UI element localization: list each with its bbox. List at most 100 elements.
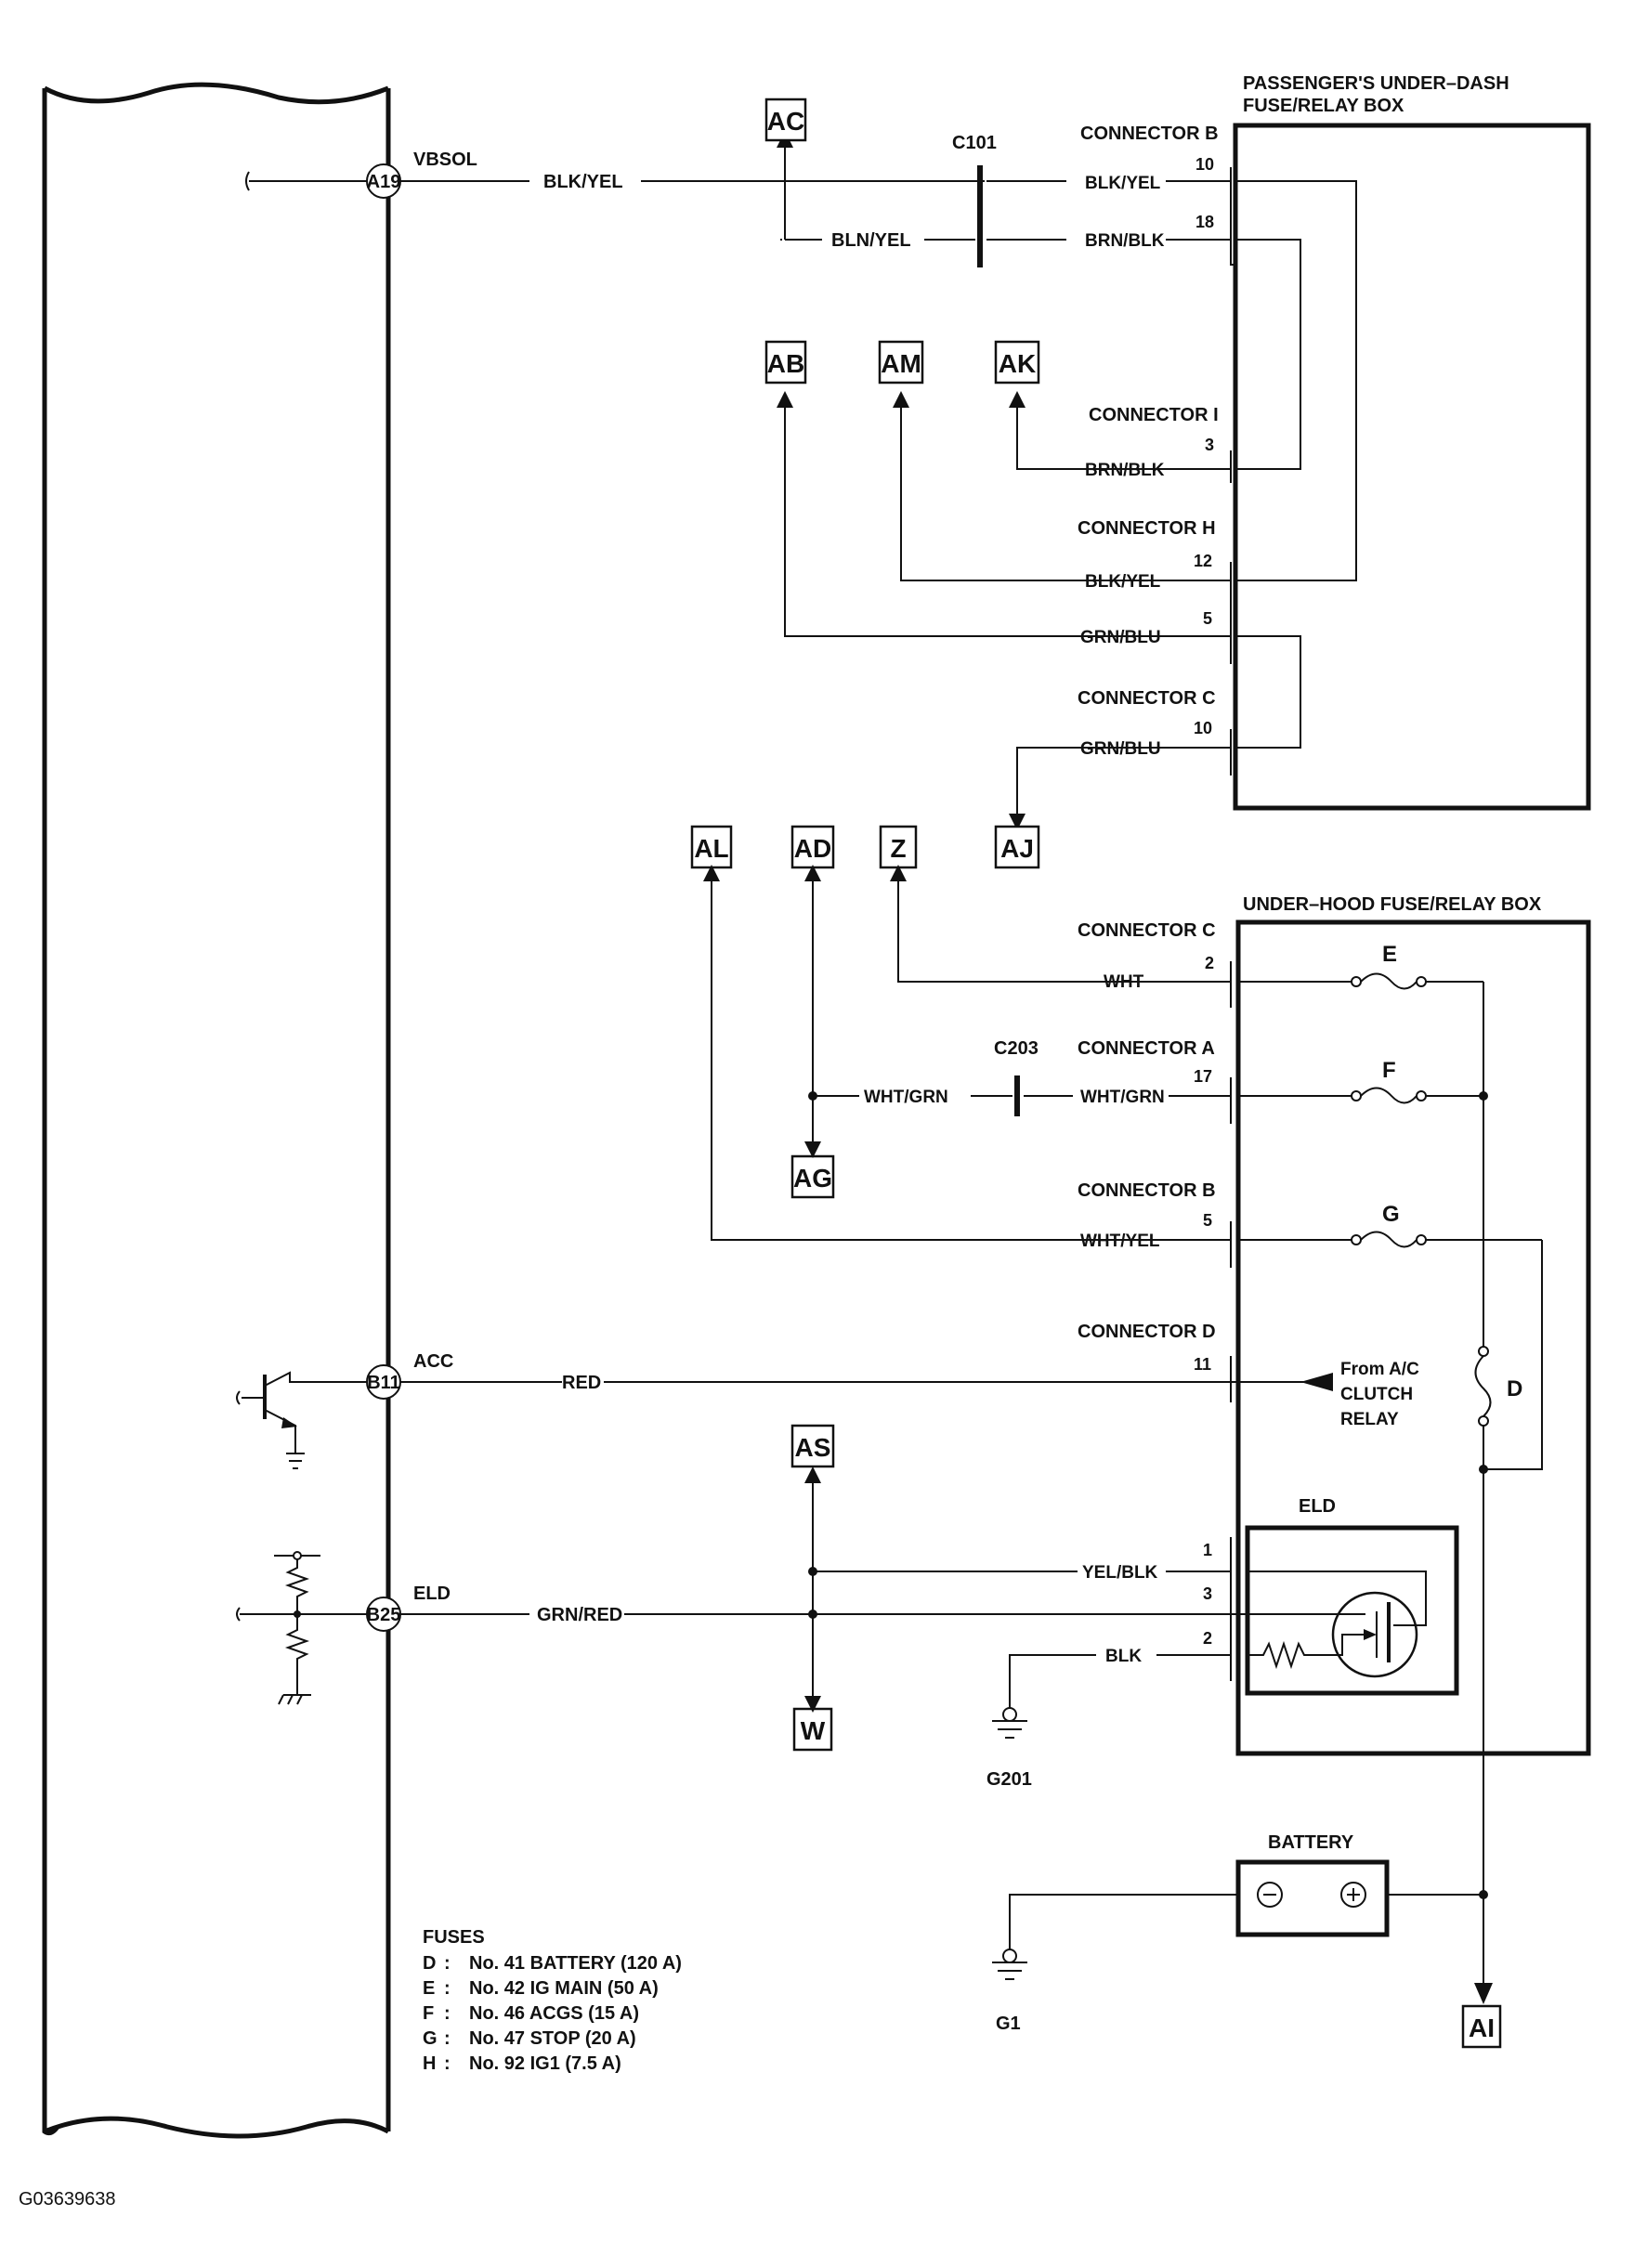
legend-text-f: No. 46 ACGS (15 A) xyxy=(469,2003,639,2024)
ref-box-as: AS xyxy=(790,1424,835,1468)
ground-g1-label: G1 xyxy=(996,2014,1021,2034)
footer-id: G03639638 xyxy=(19,2189,116,2209)
ref-box-am: AM xyxy=(878,340,924,385)
underhood-pin-17: 17 xyxy=(1194,1067,1212,1086)
svg-text:AL: AL xyxy=(694,834,728,863)
legend-key-f: F xyxy=(423,2003,434,2024)
signal-acc: ACC xyxy=(413,1351,453,1372)
legend-text-g: No. 47 STOP (20 A) xyxy=(469,2028,636,2049)
ref-box-z: Z xyxy=(879,825,918,869)
ref-box-ac: AC xyxy=(764,98,807,142)
underdash-pin-5: 5 xyxy=(1203,609,1212,628)
underhood-conna-label: CONNECTOR A xyxy=(1078,1038,1215,1059)
svg-text:AS: AS xyxy=(795,1433,831,1462)
svg-text::: : xyxy=(444,2028,451,2049)
ref-box-ad: AD xyxy=(790,825,835,869)
underdash-title-2: FUSE/RELAY BOX xyxy=(1243,96,1404,116)
underdash-pin-18: 18 xyxy=(1195,213,1214,231)
ecm-pin-a19: A19 VBSOL BLK/YEL xyxy=(245,150,985,199)
ref-links-lower: WHT/GRN C203 YEL/BLK xyxy=(703,865,1231,1713)
signal-eld: ELD xyxy=(413,1584,451,1604)
c203-wire-left: WHT/GRN xyxy=(864,1088,948,1107)
ref-box-ag: AG xyxy=(790,1154,835,1199)
wire-b25: GRN/RED xyxy=(537,1605,622,1625)
fuses-legend: FUSES D : No. 41 BATTERY (120 A) E : No.… xyxy=(423,1927,682,2074)
underhood-connd-label: CONNECTOR D xyxy=(1078,1322,1216,1342)
svg-text:W: W xyxy=(801,1716,826,1745)
battery-label: BATTERY xyxy=(1268,1832,1354,1853)
underdash-wire-12: BLK/YEL xyxy=(1085,572,1161,592)
underhood-pin-2: 2 xyxy=(1205,954,1214,972)
underdash-pin-c10: 10 xyxy=(1194,719,1212,737)
ref-box-al: AL xyxy=(690,825,733,869)
svg-text::: : xyxy=(444,1978,451,1999)
eld-wire-2: BLK xyxy=(1105,1647,1142,1666)
legend-key-h: H xyxy=(423,2053,436,2074)
ground-g201-label: G201 xyxy=(986,1769,1032,1790)
underhood-pin-11: 11 xyxy=(1194,1355,1211,1374)
underdash-title-1: PASSENGER'S UNDER–DASH xyxy=(1243,73,1509,94)
underdash-wire-5: GRN/BLU xyxy=(1080,628,1161,647)
relay-note-1: From A/C xyxy=(1340,1360,1419,1379)
legend-text-e: No. 42 IG MAIN (50 A) xyxy=(469,1978,659,1999)
underdash-wire-10: BLK/YEL xyxy=(1085,174,1161,193)
relay-note-2: CLUTCH xyxy=(1340,1385,1413,1404)
relay-note-3: RELAY xyxy=(1340,1410,1399,1429)
underdash-connh-label: CONNECTOR H xyxy=(1078,518,1216,539)
underhood-title: UNDER–HOOD FUSE/RELAY BOX xyxy=(1243,894,1542,915)
fuse-e: E xyxy=(1382,942,1397,967)
ref-box-ak: AK xyxy=(994,340,1040,385)
svg-text::: : xyxy=(444,2003,451,2024)
c101-label: C101 xyxy=(952,133,997,153)
svg-text::: : xyxy=(444,2053,451,2074)
wire-a19: BLK/YEL xyxy=(543,172,623,192)
ref-box-ai: AI xyxy=(1461,2004,1502,2049)
c101-connector: C101 BLN/YEL xyxy=(777,131,1066,267)
fuse-f: F xyxy=(1382,1058,1396,1083)
eld-pin-1: 1 xyxy=(1203,1541,1212,1559)
ground-g201: BLK G201 xyxy=(986,1647,1231,1790)
legend-title: FUSES xyxy=(423,1927,485,1948)
underdash-pin-10: 10 xyxy=(1195,155,1214,174)
signal-vbsol: VBSOL xyxy=(413,150,477,170)
eld-pin-2: 2 xyxy=(1203,1629,1212,1648)
eld-module: ELD 1 3 2 xyxy=(1203,1496,1459,1696)
underhood-fuse-box: UNDER–HOOD FUSE/RELAY BOX CONNECTOR C 2 … xyxy=(1078,894,1591,2004)
ecm-pin-b25: B25 ELD GRN/RED xyxy=(236,1551,1231,1705)
underhood-wire-whtgrn: WHT/GRN xyxy=(1080,1088,1165,1107)
c203-label: C203 xyxy=(994,1038,1039,1059)
underdash-conni-label: CONNECTOR I xyxy=(1089,405,1219,425)
ref-box-ab: AB xyxy=(764,340,807,385)
wire-b11: RED xyxy=(562,1373,601,1393)
svg-text:AJ: AJ xyxy=(1000,834,1034,863)
ecm-pin-b11: B11 ACC RED xyxy=(236,1351,1231,1469)
pin-id-a19: A19 xyxy=(367,172,401,192)
underdash-connb-label: CONNECTOR B xyxy=(1080,124,1219,144)
underhood-connc-label: CONNECTOR C xyxy=(1078,920,1216,941)
underdash-fuse-box: PASSENGER'S UNDER–DASH FUSE/RELAY BOX CO… xyxy=(1078,73,1591,811)
battery: BATTERY G1 xyxy=(992,1832,1483,2034)
underdash-wire-3: BRN/BLK xyxy=(1085,461,1165,480)
svg-text:AG: AG xyxy=(793,1164,832,1193)
underdash-wire-c10: GRN/BLU xyxy=(1080,739,1161,759)
svg-text:AI: AI xyxy=(1469,2014,1495,2042)
svg-text:Z: Z xyxy=(890,834,906,863)
legend-text-h: No. 92 IG1 (7.5 A) xyxy=(469,2053,621,2074)
eld-label: ELD xyxy=(1299,1496,1336,1517)
svg-text:AK: AK xyxy=(999,349,1036,378)
underhood-connb-label: CONNECTOR B xyxy=(1078,1180,1216,1201)
svg-text:AC: AC xyxy=(767,107,804,136)
underdash-pin-3: 3 xyxy=(1205,436,1214,454)
legend-key-d: D xyxy=(423,1953,436,1974)
legend-text-d: No. 41 BATTERY (120 A) xyxy=(469,1953,682,1974)
svg-text::: : xyxy=(444,1953,451,1974)
ecm-body xyxy=(42,82,391,2139)
underhood-wire-whtyel: WHT/YEL xyxy=(1080,1232,1160,1251)
ref-links-upper xyxy=(777,391,1166,830)
eld-wire-1: YEL/BLK xyxy=(1082,1563,1158,1583)
legend-key-e: E xyxy=(423,1978,435,1999)
svg-text:AM: AM xyxy=(881,349,921,378)
c101-wire-lower: BLN/YEL xyxy=(831,230,911,251)
legend-key-g: G xyxy=(423,2028,438,2049)
